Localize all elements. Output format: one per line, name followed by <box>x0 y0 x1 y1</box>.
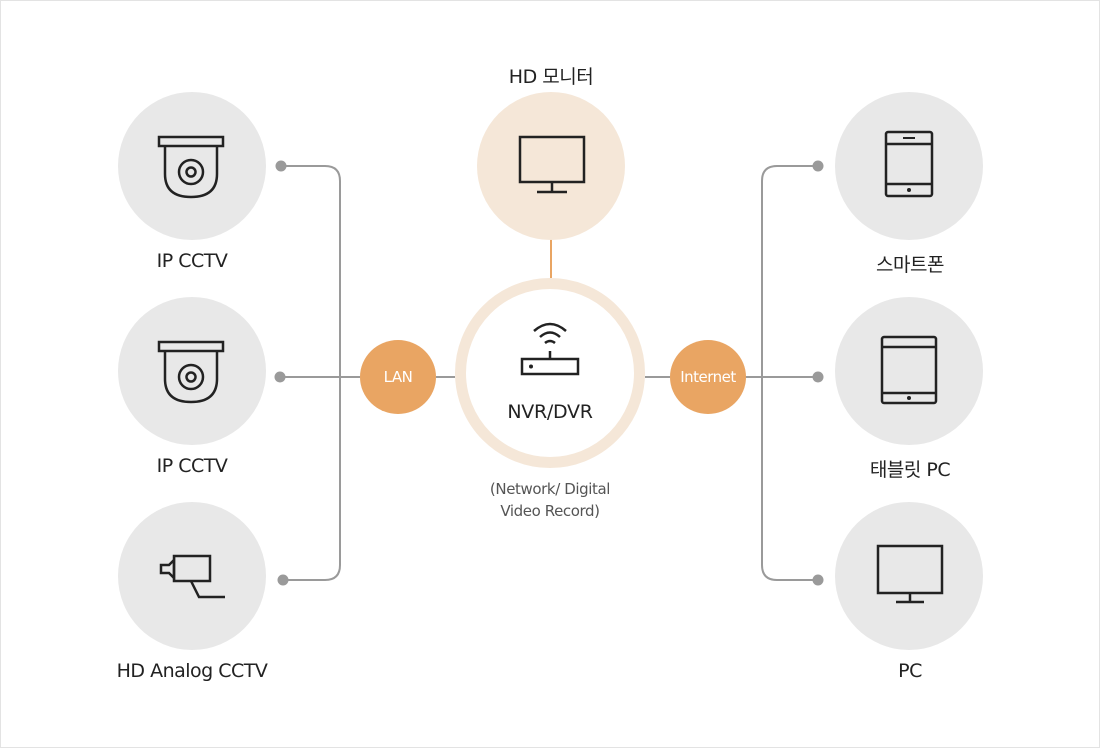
monitor-icon <box>518 135 586 194</box>
internet-badge: Internet <box>670 340 746 414</box>
router-wifi-icon <box>520 322 580 376</box>
nvr-dvr-hub: NVR/DVR <box>455 278 645 468</box>
smartphone-icon <box>884 130 934 198</box>
connector-dot <box>277 574 289 586</box>
hub-title: NVR/DVR <box>507 401 593 423</box>
hub-subtitle-line2: Video Record) <box>500 502 600 520</box>
pc-monitor-icon <box>876 544 944 604</box>
dome-camera-icon <box>157 340 225 404</box>
left-connector-top <box>281 165 341 581</box>
lan-badge: LAN <box>360 340 436 414</box>
monitor-label: HD 모니터 <box>508 66 594 88</box>
left-device-node-hd-analog-cctv <box>118 502 266 650</box>
tablet-icon <box>880 335 938 405</box>
left-device-node-ip-cctv-1 <box>118 92 266 240</box>
connector-dot <box>275 160 287 172</box>
right-device-node-smartphone <box>835 92 983 240</box>
connector-dot <box>274 371 286 383</box>
left-device-label-hd-analog-cctv: HD Analog CCTV <box>116 660 268 682</box>
right-device-label-smartphone: 스마트폰 <box>876 254 944 276</box>
connector-dot <box>812 371 824 383</box>
right-device-label-tablet: 태블릿 PC <box>869 459 951 481</box>
right-device-node-pc <box>835 502 983 650</box>
left-device-node-ip-cctv-2 <box>118 297 266 445</box>
bullet-camera-icon <box>159 554 225 599</box>
right-connector <box>761 165 818 581</box>
left-device-label-ip-cctv-1: IP CCTV <box>156 250 228 272</box>
dome-camera-icon <box>157 135 225 199</box>
connector-dot <box>812 160 824 172</box>
connector-dot <box>812 574 824 586</box>
monitor-node <box>477 92 625 240</box>
right-device-label-pc: PC <box>898 660 922 682</box>
hub-subtitle-line1: (Network/ Digital <box>489 480 611 498</box>
right-device-node-tablet <box>835 297 983 445</box>
left-device-label-ip-cctv-2: IP CCTV <box>156 455 228 477</box>
